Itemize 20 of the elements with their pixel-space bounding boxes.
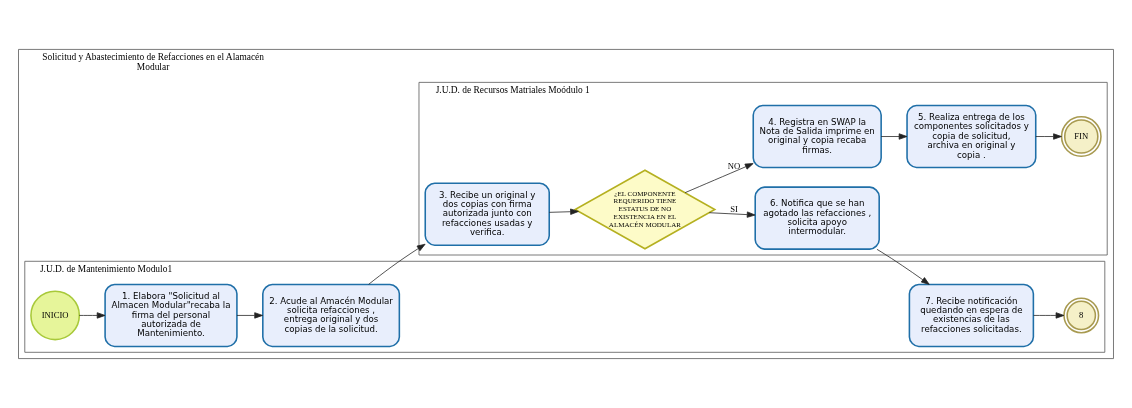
arrow bbox=[236, 312, 263, 319]
arrow bbox=[1035, 133, 1062, 140]
node-box: 2. Acude al Amacén Modular solicita refacciones , entrega original y dos copias de la solicitud. bbox=[262, 283, 401, 348]
node-box: 7. Recibe notificación quedando en espera de existencias de las refacciones solicitadas. bbox=[908, 283, 1035, 348]
node-box: 1. Elabora "Solicitud al Almacen Modular"recaba la firma del personal autorizada de Mantenimiento. bbox=[104, 283, 238, 348]
arrow bbox=[684, 163, 754, 194]
arrow bbox=[708, 211, 756, 218]
arrow bbox=[880, 133, 908, 140]
arrow bbox=[876, 248, 930, 285]
node-box: 5. Realiza entrega de los componentes solicitados y copia de solicitud, archiva en original y copia . bbox=[906, 104, 1037, 169]
edge-label: NO bbox=[727, 160, 741, 171]
node-box: 6. Notifica que se han agotado las refacciones , solicita apoyo intermodular. bbox=[754, 186, 880, 250]
arrow bbox=[548, 208, 579, 215]
arrow bbox=[368, 243, 426, 285]
arrow bbox=[78, 312, 106, 319]
node-box: 4. Registra en SWAP la Nota de Salida imprime en original y copia recaba firmas. bbox=[752, 104, 882, 169]
arrow bbox=[1033, 312, 1065, 319]
node-box: 3. Recibe un original y dos copias con firma autorizada junto con refacciones usadas y verifica. bbox=[424, 182, 550, 246]
node-circle: INICIO bbox=[30, 290, 81, 341]
edge-label: SI bbox=[730, 203, 738, 214]
